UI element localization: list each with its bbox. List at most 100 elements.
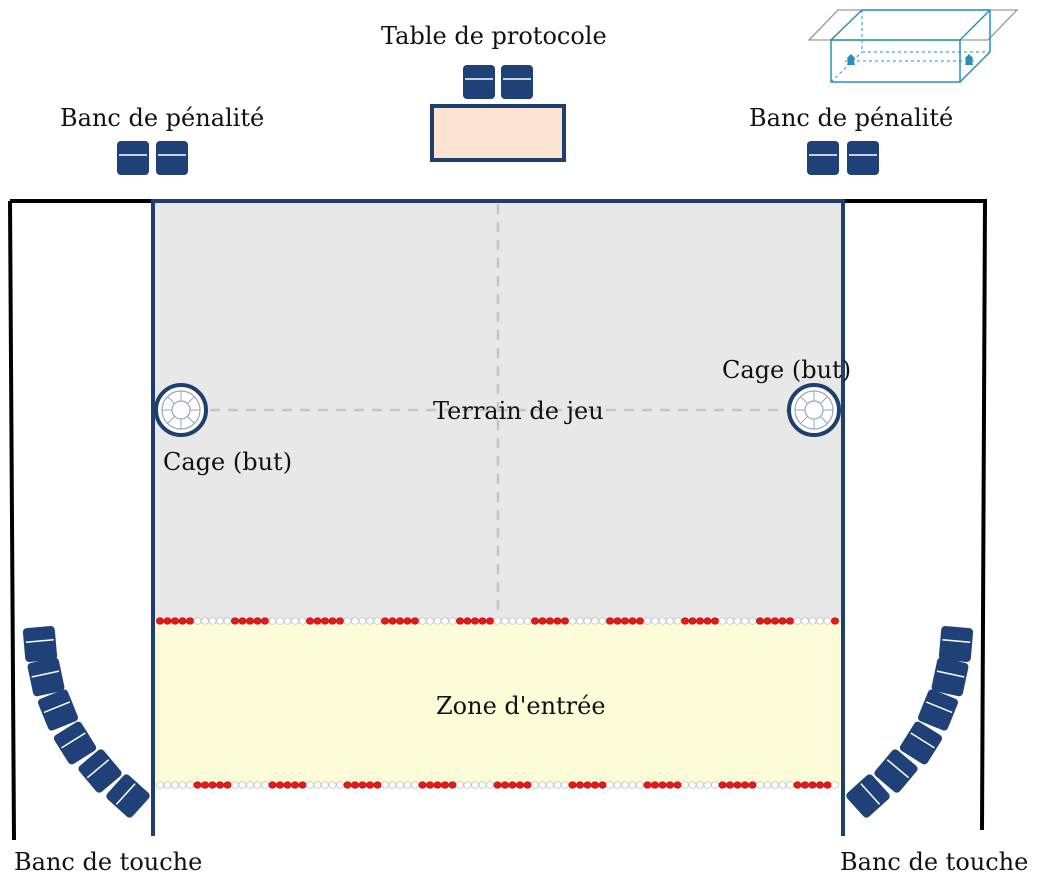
- float-buoy: [456, 617, 464, 625]
- float-buoy: [426, 781, 434, 789]
- float-buoy: [268, 781, 277, 789]
- float-buoy: [801, 617, 809, 625]
- float-buoy: [606, 617, 614, 625]
- float-buoy: [568, 617, 577, 625]
- float-buoy: [276, 781, 284, 789]
- float-buoy: [748, 781, 757, 789]
- float-buoy: [703, 617, 712, 625]
- float-buoy: [411, 781, 419, 789]
- float-buoy: [171, 617, 179, 625]
- float-buoy: [598, 781, 607, 789]
- float-buoy: [606, 781, 614, 789]
- float-buoy: [726, 617, 734, 625]
- float-buoy: [201, 781, 209, 789]
- float-buoy: [178, 617, 187, 625]
- float-buoy: [246, 781, 254, 789]
- float-buoy: [253, 781, 262, 789]
- float-buoy: [756, 781, 764, 789]
- float-buoy: [778, 781, 787, 789]
- protocol-seats: [462, 64, 534, 100]
- float-buoy: [718, 781, 727, 789]
- float-buoy: [208, 617, 217, 625]
- float-buoy: [733, 617, 742, 625]
- float-buoy: [793, 617, 802, 625]
- float-buoy: [628, 617, 637, 625]
- float-buoy: [756, 617, 764, 625]
- float-buoy: [658, 617, 667, 625]
- float-buoy: [823, 617, 832, 625]
- float-buoy: [433, 781, 442, 789]
- float-buoy: [628, 781, 637, 789]
- float-buoy: [306, 781, 314, 789]
- float-buoy: [328, 617, 337, 625]
- float-buoy: [381, 617, 389, 625]
- entry-zone: [153, 621, 843, 785]
- float-buoy: [508, 781, 517, 789]
- float-buoy: [433, 617, 442, 625]
- substitution-bench-left-label: Banc de touche: [14, 848, 203, 876]
- float-buoy: [186, 781, 194, 789]
- float-buoy: [463, 781, 472, 789]
- float-buoy: [351, 781, 359, 789]
- float-buoy: [388, 781, 397, 789]
- substitution-bench-right-label: Banc de touche: [840, 848, 1029, 876]
- float-buoy: [651, 617, 659, 625]
- float-buoy: [711, 781, 719, 789]
- float-buoy: [561, 781, 569, 789]
- float-buoy: [816, 781, 824, 789]
- float-buoy: [516, 781, 524, 789]
- float-buoy: [786, 781, 794, 789]
- float-buoy: [703, 781, 712, 789]
- float-buoy: [456, 781, 464, 789]
- float-buoy: [568, 781, 577, 789]
- float-buoy: [613, 781, 622, 789]
- float-buoy: [673, 617, 682, 625]
- float-buoy: [516, 617, 524, 625]
- float-buoy: [238, 781, 247, 789]
- float-buoy: [276, 617, 284, 625]
- float-buoy: [538, 781, 547, 789]
- float-buoy: [366, 781, 374, 789]
- float-line-top: [156, 617, 839, 625]
- float-buoy: [733, 781, 742, 789]
- pool-border: [151, 199, 845, 836]
- float-buoy: [771, 781, 779, 789]
- float-buoy: [396, 617, 404, 625]
- float-buoy: [291, 617, 299, 625]
- float-buoy: [283, 781, 292, 789]
- float-buoy: [231, 781, 239, 789]
- float-buoy: [403, 617, 412, 625]
- substitution-bench-right-seats: [843, 624, 975, 821]
- float-buoy: [298, 617, 307, 625]
- goal-left-label: Cage (but): [163, 448, 293, 476]
- float-buoy: [321, 617, 329, 625]
- float-buoy: [763, 781, 772, 789]
- float-buoy: [171, 781, 179, 789]
- float-buoy: [418, 617, 427, 625]
- float-buoy: [508, 617, 517, 625]
- float-buoy: [778, 617, 787, 625]
- float-buoy: [658, 781, 667, 789]
- float-buoy: [223, 617, 232, 625]
- float-buoy: [793, 781, 802, 789]
- float-buoy: [216, 617, 224, 625]
- float-buoy: [268, 617, 277, 625]
- entry-zone-label: Zone d'entrée: [436, 692, 606, 720]
- float-buoy: [261, 617, 269, 625]
- float-buoy: [306, 617, 314, 625]
- float-buoy: [696, 617, 704, 625]
- float-buoy: [831, 617, 839, 625]
- float-buoy: [493, 781, 502, 789]
- float-buoy: [808, 617, 817, 625]
- float-buoy: [283, 617, 292, 625]
- float-buoy: [336, 617, 344, 625]
- float-buoy: [501, 781, 509, 789]
- float-buoy: [358, 617, 367, 625]
- float-buoy: [448, 781, 457, 789]
- float-buoy: [343, 781, 352, 789]
- float-buoy: [381, 781, 389, 789]
- float-buoy: [193, 617, 202, 625]
- float-buoy: [388, 617, 397, 625]
- float-buoy: [351, 617, 359, 625]
- float-buoy: [486, 781, 494, 789]
